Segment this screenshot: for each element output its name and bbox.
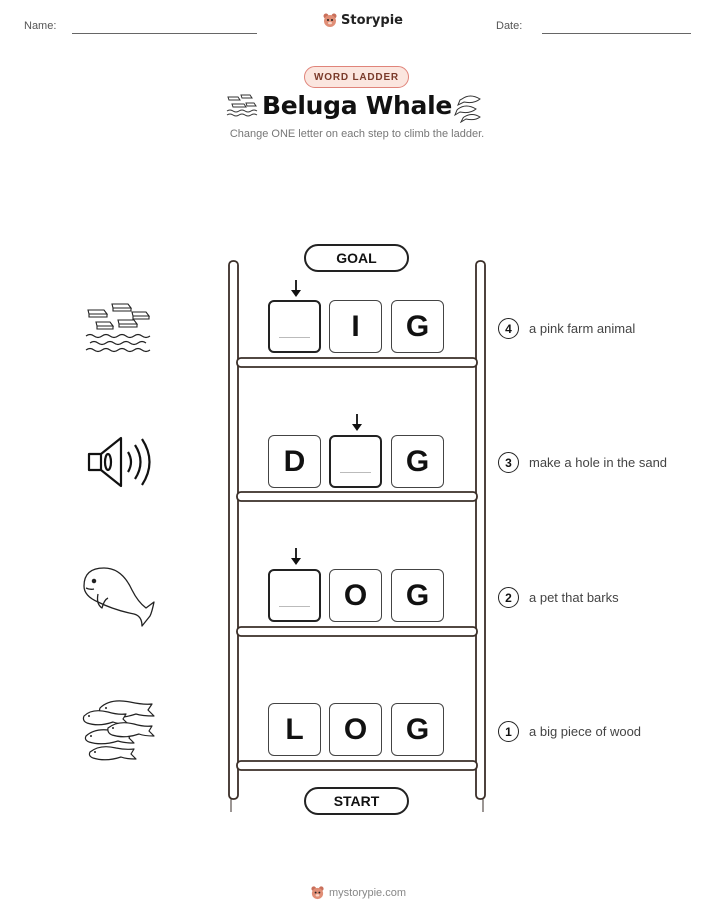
letter-tile: G	[391, 435, 444, 488]
letter-tile: O	[329, 569, 382, 622]
letter-blank-input[interactable]	[268, 569, 321, 622]
footer-link[interactable]: mystorypie.com	[329, 886, 407, 899]
letter-tile: G	[391, 300, 444, 353]
letter-blank-input[interactable]	[268, 300, 321, 353]
step-number: 1	[498, 721, 519, 742]
letter-tile: I	[329, 300, 382, 353]
ladder-rail-left	[228, 260, 239, 800]
clue-text: a pink farm animal	[529, 321, 636, 336]
speaker-icon	[87, 436, 151, 488]
letter-tile: O	[329, 703, 382, 756]
ice-floe-icon	[226, 94, 258, 117]
ladder-rung	[236, 626, 478, 637]
belugas-icon	[454, 95, 481, 123]
step-number: 3	[498, 452, 519, 473]
word-ladder-badge: WORD LADDER	[304, 66, 409, 88]
letter-tile: L	[268, 703, 321, 756]
date-label: Date:	[496, 20, 523, 32]
start-label: START	[304, 787, 409, 815]
name-label: Name:	[24, 20, 57, 32]
letter-tile: D	[268, 435, 321, 488]
down-arrow-icon	[291, 548, 301, 565]
clue-text: a pet that barks	[529, 590, 619, 605]
beluga-icon	[83, 567, 155, 627]
ladder-rung	[236, 760, 478, 771]
step-number: 4	[498, 318, 519, 339]
clue-text: a big piece of wood	[529, 724, 642, 739]
date-line[interactable]	[542, 33, 691, 34]
letter-tile: G	[391, 569, 444, 622]
ladder-rail-right	[475, 260, 486, 800]
whale-pod-icon	[82, 700, 155, 761]
ice-floe-icon	[85, 303, 151, 353]
down-arrow-icon	[291, 280, 301, 297]
page-title: Beluga Whale	[261, 91, 453, 120]
instructions: Change ONE letter on each step to climb …	[229, 128, 485, 140]
bear-mascot-icon	[323, 13, 337, 27]
letter-blank-input[interactable]	[329, 435, 382, 488]
ladder-rung	[236, 357, 478, 368]
name-line[interactable]	[72, 33, 257, 34]
letter-tile: G	[391, 703, 444, 756]
down-arrow-icon	[352, 414, 362, 431]
brand-logo: Storypie	[322, 12, 403, 28]
goal-label: GOAL	[304, 244, 409, 272]
step-number: 2	[498, 587, 519, 608]
clue-text: make a hole in the sand	[529, 455, 668, 470]
ladder-rung	[236, 491, 478, 502]
brand-name: Storypie	[341, 12, 403, 28]
bear-mascot-icon	[311, 886, 324, 900]
footer: mystorypie.com	[310, 885, 406, 900]
